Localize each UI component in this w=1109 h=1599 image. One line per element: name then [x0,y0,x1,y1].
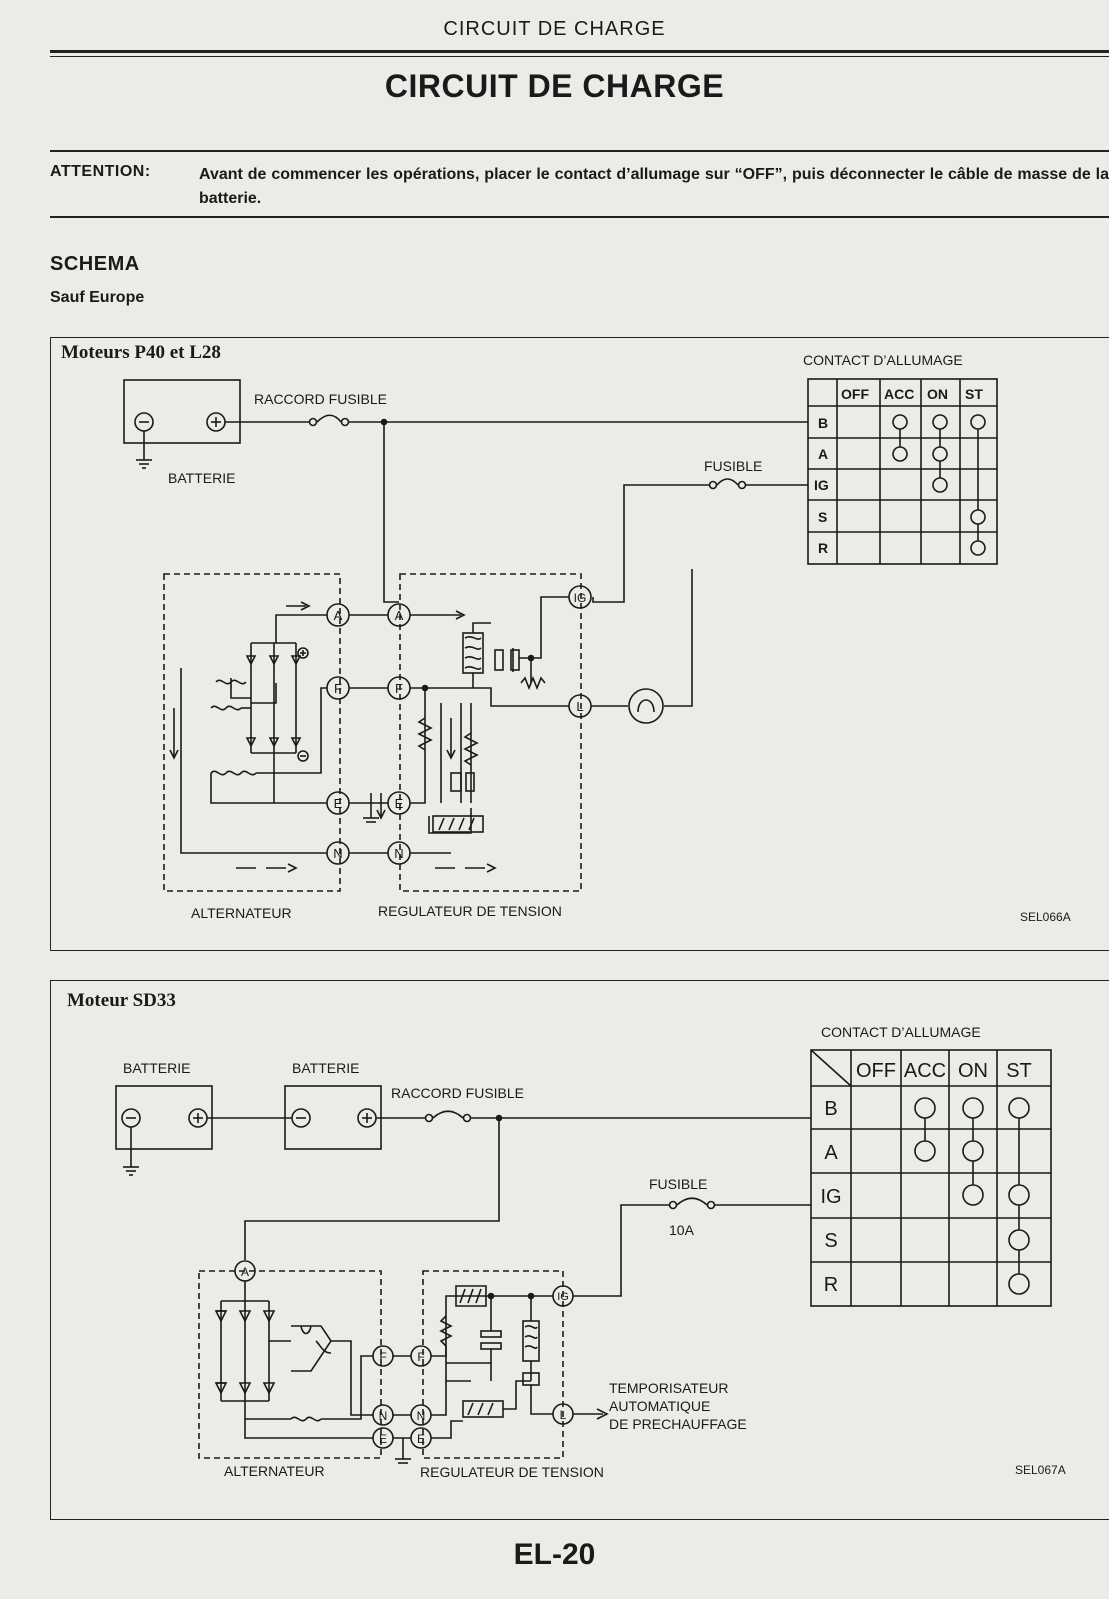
alt-terminal-e: E [334,796,343,811]
switch2-row-b: B [824,1098,837,1120]
switch1-col-acc: ACC [884,386,914,402]
switch1-row-s: S [818,509,827,525]
regulator-internals [363,596,569,873]
switch1-row-ig: IG [814,477,829,493]
alt-terminal-f: F [334,681,342,696]
diagram1-title: Moteurs P40 et L28 [61,342,221,363]
charge-warning-lamp [628,688,664,724]
regulator-label-2: REGULATEUR DE TENSION [420,1464,604,1480]
switch2-col-on: ON [958,1060,988,1082]
alternator-dashed-box [163,573,341,892]
timer-label-line2: AUTOMATIQUE [609,1398,710,1414]
switch2-row-ig: IG [820,1186,841,1208]
switch2-row-r: R [824,1274,838,1296]
ignition-switch-label-2: CONTACT D’ALLUMAGE [821,1024,981,1040]
reg2-terminal-e: E [417,1432,425,1446]
diagram1-svg: BATTERIE RACCORD FUSIBLE FUSIBLE [123,352,1071,924]
regulator-label: REGULATEUR DE TENSION [378,903,562,919]
reg-terminal-f: F [395,681,403,696]
running-header: CIRCUIT DE CHARGE [443,18,666,40]
switch1-row-b: B [818,415,828,431]
alternator-terminals [326,603,350,865]
diagram2-title: Moteur SD33 [67,990,176,1011]
fuse-label-2: FUSIBLE [649,1176,707,1192]
reg2-terminal-n: N [417,1409,426,1423]
alt-terminal-a: A [334,608,343,623]
battery-symbol [123,379,241,469]
reg-terminal-l: L [576,699,583,714]
reg-terminal-e: E [395,796,404,811]
fusible-link-label: RACCORD FUSIBLE [254,391,387,407]
switch1-row-r: R [818,540,828,556]
attention-rule-top [50,150,1109,152]
diagram1-ref: SEL066A [1020,910,1071,924]
battery-label: BATTERIE [168,470,235,486]
switch2-row-s: S [824,1230,837,1252]
alternator-dashed-box-2 [198,1270,382,1459]
alt2-terminal-a: A [241,1265,249,1279]
switch1-row-a: A [818,446,828,462]
switch2-col-st: ST [1006,1060,1032,1082]
reg2-terminal-l: L [560,1408,567,1422]
reg-terminal-a: A [395,608,404,623]
alt2-terminal-f: F [379,1350,386,1364]
ignition-switch-table [807,378,998,565]
reg-terminal-ig: IG [574,591,587,605]
regulator-terminals-2 [410,1285,574,1449]
fuse-rating-label: 10A [669,1222,695,1238]
alternator-internals [169,601,327,873]
attention-rule-bottom [50,216,1109,218]
regulator-dashed-box [399,573,582,892]
diagram-p40-l28-panel: Moteurs P40 et L28 BATTERIE RACCORD FUSI… [50,337,1109,951]
ignition-switch-table-2 [810,1049,1052,1307]
ignition-switch-label: CONTACT D’ALLUMAGE [803,352,963,368]
fusible-link-label-2: RACCORD FUSIBLE [391,1085,524,1101]
timer-label-line1: TEMPORISATEUR [609,1380,729,1396]
alternator-label-2: ALTERNATEUR [224,1463,325,1479]
battery1-symbol [115,1085,213,1176]
page-number: EL-20 [513,1538,596,1571]
battery2-symbol [284,1085,382,1150]
diagram-sd33-panel: Moteur SD33 BATTERIE BATTERIE RACCORD FU… [50,980,1109,1520]
schema-subheading: Sauf Europe [50,289,145,306]
switch2-col-acc: ACC [904,1060,946,1082]
diagram2-svg: BATTERIE BATTERIE RACCORD FUSIBLE FUSIBL… [115,1024,1066,1480]
switch1-col-st: ST [965,386,983,402]
attention-text: Avant de commencer les opérations, place… [199,166,1109,207]
diagram2-ref: SEL067A [1015,1463,1066,1477]
battery1-label: BATTERIE [123,1060,190,1076]
reg2-terminal-f: F [417,1350,424,1364]
header-rule-thick [50,50,1109,53]
regulator-terminals [387,585,592,865]
alt2-terminal-e: E [379,1432,387,1446]
regulator-dashed-box-2 [422,1270,564,1459]
reg2-terminal-ig: IG [557,1291,569,1303]
timer-label-line3: DE PRECHAUFFAGE [609,1416,747,1432]
schema-heading: SCHEMA [50,253,140,275]
header-rule-thin [50,56,1109,57]
reg-terminal-n: N [394,846,403,861]
battery2-label: BATTERIE [292,1060,359,1076]
attention-label: ATTENTION: [50,163,151,180]
regulator-internals-2 [431,1285,553,1439]
switch2-row-a: A [824,1142,838,1164]
fuse-label: FUSIBLE [704,458,762,474]
switch1-col-off: OFF [841,386,869,402]
page-title: CIRCUIT DE CHARGE [384,68,725,104]
alternator-internals-2 [214,1281,373,1439]
switch2-col-off: OFF [856,1060,896,1082]
alt2-terminal-n: N [379,1409,388,1423]
switch1-col-on: ON [927,386,948,402]
alt-terminal-n: N [333,846,342,861]
alternator-label: ALTERNATEUR [191,905,292,921]
